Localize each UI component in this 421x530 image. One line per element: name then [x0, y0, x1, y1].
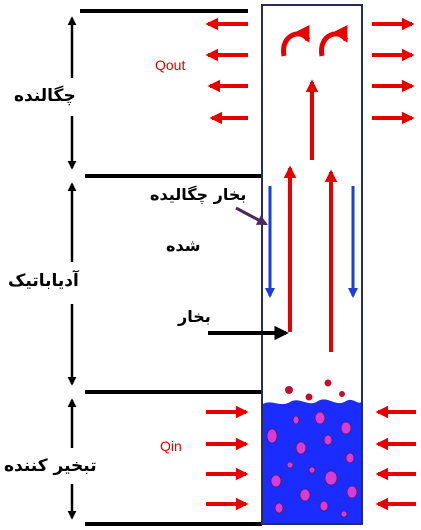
curl-arrow-left: [281, 24, 311, 57]
vapor-flow-arrows: [283, 79, 338, 352]
heat-out-arrows-right: [372, 17, 415, 125]
condensation-curl-arrows: [281, 24, 349, 57]
q-out-label: Qout: [155, 57, 186, 73]
heat-pipe-tube: [261, 4, 363, 525]
evaporator-label: تبخیر کننده: [4, 456, 97, 476]
vapor-bubbles: [266, 411, 358, 518]
section-boundaries: [80, 9, 262, 526]
adiabatic-label: آدیاباتیک: [8, 271, 79, 291]
working-fluid-pool: [263, 399, 361, 523]
condensed-vapor-pointer-arrow: [235, 206, 268, 226]
vapor-label: بخار: [178, 307, 211, 326]
heat-out-arrows-left: [205, 17, 248, 125]
curl-arrow-right: [319, 24, 349, 57]
heat-in-arrows-right: [375, 405, 416, 511]
condensed-vapor-label-line2: شده: [166, 236, 201, 255]
heat-in-arrows-left: [206, 405, 249, 511]
q-in-label: Qin: [160, 438, 182, 454]
condensate-return-arrows: [264, 186, 359, 299]
rising-droplets: [285, 379, 345, 401]
condensed-vapor-label-line1: بخار چگالیده: [150, 185, 247, 204]
condenser-label: چگالنده: [14, 86, 76, 106]
